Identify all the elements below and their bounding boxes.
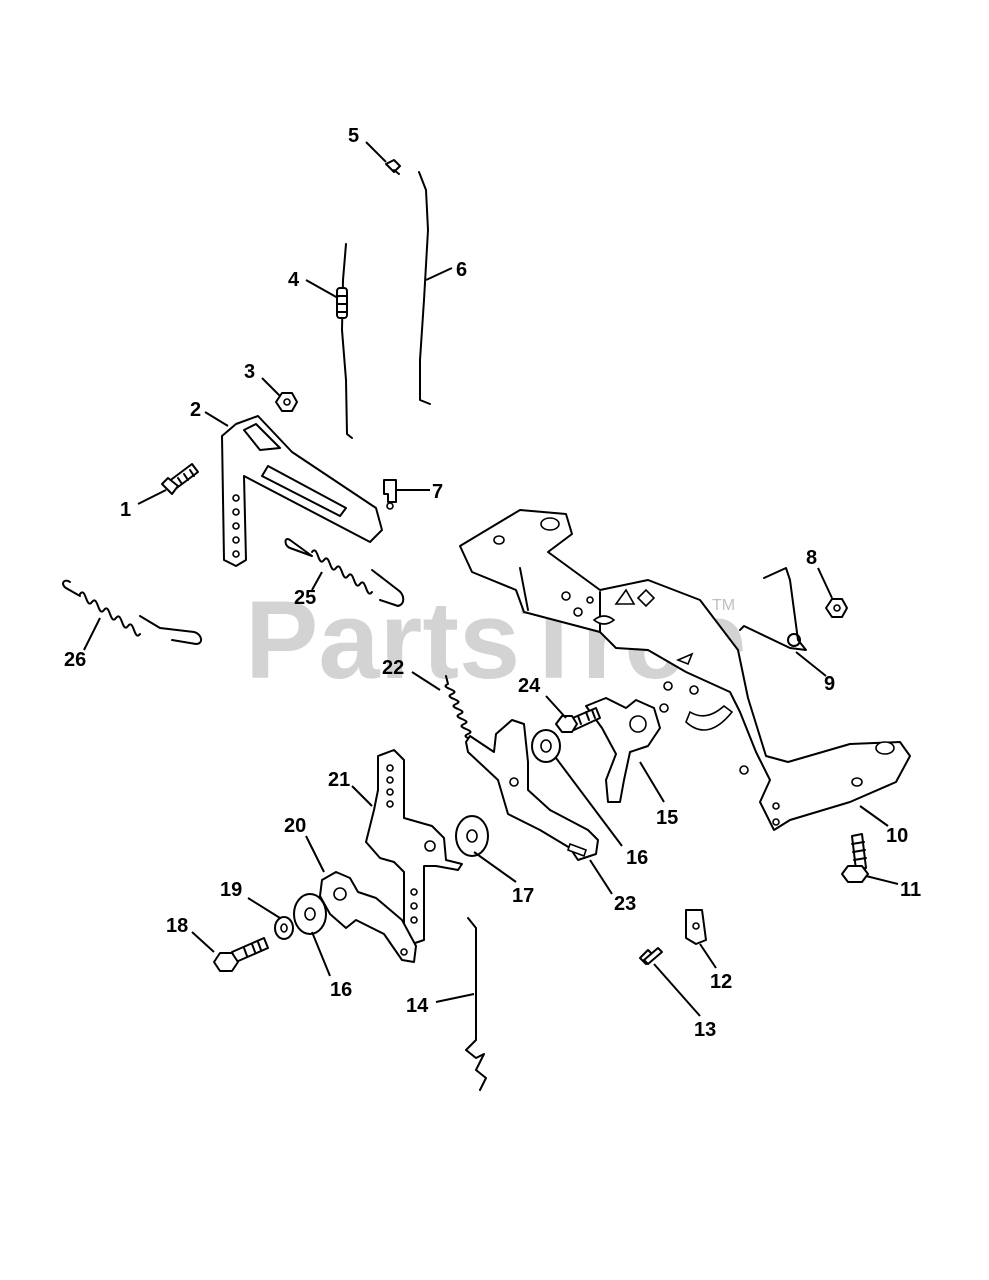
part-16-washer-upper: [531, 729, 561, 763]
part-2-bracket: [221, 415, 383, 567]
callout-6: 6: [456, 259, 467, 281]
callout-5: 5: [348, 125, 359, 147]
callout-15: 15: [656, 807, 678, 829]
part-12-clip: [685, 909, 707, 945]
callout-24: 24: [518, 675, 541, 697]
part-26-spring: [62, 579, 202, 645]
part-22-spring: [444, 675, 476, 753]
part-16-washer-lower: [293, 893, 327, 935]
callout-14: 14: [406, 995, 429, 1017]
callout-2: 2: [190, 399, 201, 421]
leader-lines: [83, 141, 899, 1017]
part-20-link-plate: [319, 871, 417, 963]
part-23-throttle-lever: [465, 719, 599, 861]
part-13-screw: [639, 947, 663, 965]
callout-3: 3: [244, 361, 255, 383]
callout-20: 20: [284, 815, 306, 837]
callout-16-lower: 16: [330, 979, 352, 1001]
callout-19: 19: [220, 879, 242, 901]
part-4-cable: [336, 243, 353, 439]
part-1-bolt: [161, 463, 199, 495]
part-5-screw: [385, 159, 401, 175]
part-21-lever: [365, 749, 463, 945]
part-14-rod: [465, 917, 487, 1091]
callout-23: 23: [614, 893, 636, 915]
part-17-washer: [455, 815, 489, 857]
callout-11: 11: [900, 879, 921, 901]
callout-10: 10: [886, 825, 908, 847]
callout-9: 9: [824, 673, 835, 695]
callout-22: 22: [382, 657, 404, 679]
part-11-bolt: [841, 833, 869, 883]
callout-8: 8: [806, 547, 817, 569]
part-19-washer: [274, 916, 294, 940]
callout-12: 12: [710, 971, 732, 993]
part-15-lever: [585, 697, 661, 803]
part-9-torsion-spring: [739, 567, 807, 651]
part-24-bolt: [555, 707, 601, 733]
part-18-bolt: [213, 937, 269, 972]
part-10-main-plate: [459, 509, 911, 831]
callout-21: 21: [328, 769, 350, 791]
part-8-nut: [825, 598, 848, 618]
callout-13: 13: [694, 1019, 716, 1041]
callout-16-upper: 16: [626, 847, 648, 869]
callout-18: 18: [166, 915, 188, 937]
callout-4: 4: [288, 269, 300, 291]
callout-17: 17: [512, 885, 534, 907]
callout-7: 7: [432, 481, 443, 503]
part-25-spring: [284, 538, 405, 607]
part-7-clip: [383, 479, 397, 510]
watermark-trademark: TM: [712, 597, 735, 614]
callout-26: 26: [64, 649, 86, 671]
callout-1: 1: [120, 499, 131, 521]
part-3-nut: [275, 392, 298, 412]
callout-25: 25: [294, 587, 316, 609]
part-6-rod: [418, 171, 431, 405]
